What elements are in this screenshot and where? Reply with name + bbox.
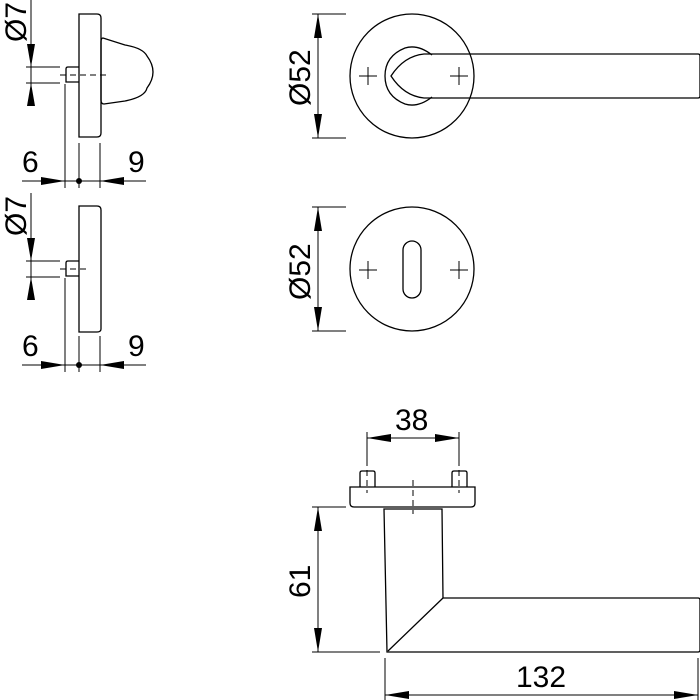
arrow	[314, 507, 322, 531]
spindle-stub	[65, 260, 79, 277]
screw-cross-icon	[450, 261, 468, 279]
arrow	[100, 361, 124, 369]
offset-left-label: 6	[22, 330, 39, 363]
keyhole-slot	[402, 240, 422, 299]
front-view-escutcheon: Ø52	[284, 206, 475, 332]
escutcheon-outline	[349, 206, 475, 332]
front-view-handle-rose: Ø52	[284, 13, 700, 139]
arrow	[367, 434, 391, 442]
arrow	[435, 434, 459, 442]
offset-right-label: 9	[128, 146, 145, 179]
lever	[390, 53, 700, 99]
arrow	[27, 83, 35, 106]
length-label: 132	[516, 661, 566, 694]
arrow	[314, 207, 322, 231]
escutcheon-diameter-label: Ø52	[284, 243, 317, 300]
arrow	[27, 44, 35, 67]
rose-diameter-label: Ø52	[284, 49, 317, 106]
screw-cross-icon	[359, 67, 377, 85]
lever-grip-profile	[100, 37, 154, 105]
spindle-diameter-label: Ø7	[0, 2, 33, 42]
rose-base	[349, 486, 476, 508]
rose-outline	[349, 13, 475, 139]
arrow	[41, 361, 65, 369]
arrow	[674, 691, 698, 699]
screw-cross-icon	[450, 67, 468, 85]
side-view-handle-rose: Ø7 6 9	[0, 0, 154, 188]
arrow	[27, 277, 35, 300]
spindle-stub	[65, 66, 79, 83]
offset-right-label: 9	[128, 330, 145, 363]
arrow	[314, 307, 322, 331]
arrow	[314, 114, 322, 138]
lever-bevel	[387, 597, 444, 652]
spindle-diameter-label: Ø7	[0, 196, 33, 236]
arrow	[314, 628, 322, 652]
datum-dot	[76, 178, 82, 184]
arrow	[41, 177, 65, 185]
arrow	[100, 177, 124, 185]
screw-spacing-label: 38	[395, 404, 428, 437]
height-label: 61	[284, 565, 317, 598]
collar	[384, 46, 433, 106]
rose-plate	[78, 13, 102, 138]
escutcheon-plate	[78, 205, 102, 333]
screw-cross-icon	[359, 261, 377, 279]
lever-body	[383, 508, 700, 653]
top-view-lever: 38 61 132	[284, 404, 700, 700]
side-view-escutcheon: Ø7 6 9	[0, 193, 146, 372]
arrow	[27, 238, 35, 261]
arrow	[385, 691, 409, 699]
offset-left-label: 6	[22, 146, 39, 179]
arrow	[314, 14, 322, 38]
datum-dot	[76, 362, 82, 368]
